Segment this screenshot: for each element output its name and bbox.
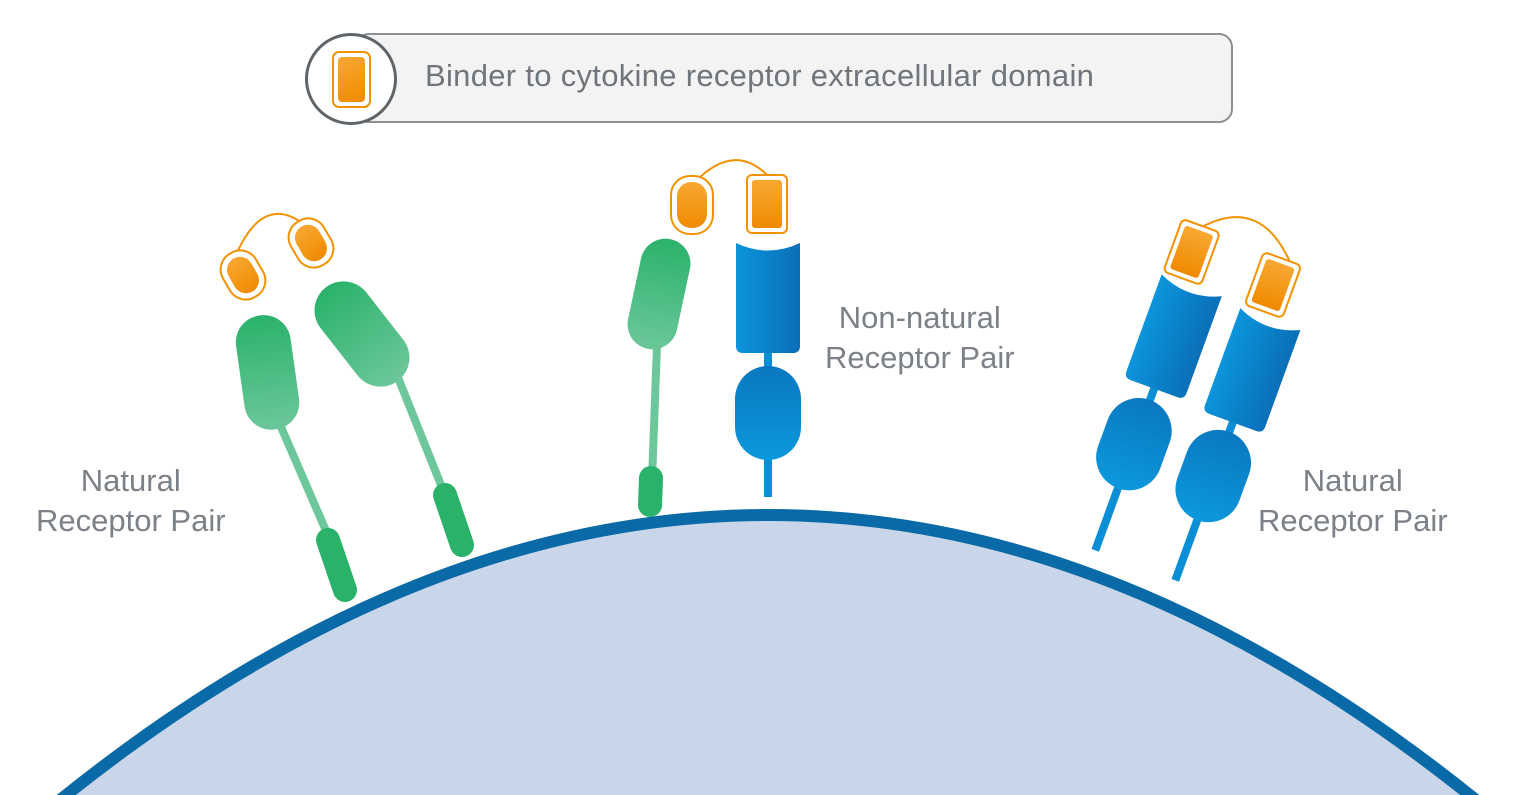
label-center-non-natural-pair: Non-natural Receptor Pair (825, 298, 1015, 378)
right-receptor-1 (1091, 274, 1222, 552)
center-binder-pair (670, 159, 788, 235)
left-receptor-2 (314, 281, 474, 557)
label-right-line1: Natural (1302, 463, 1403, 498)
right-receptor-2 (1171, 308, 1301, 582)
label-right-natural-pair: Natural Receptor Pair (1258, 461, 1448, 541)
left-receptor-1 (235, 315, 357, 602)
legend-text: Binder to cytokine receptor extracellula… (425, 58, 1095, 93)
left-binder-pair (219, 213, 335, 301)
cell-membrane (56, 509, 1480, 795)
label-left-line1: Natural (80, 463, 181, 498)
label-center-line1: Non-natural (838, 300, 1001, 335)
label-left-line2: Receptor Pair (36, 503, 226, 538)
legend-box (355, 33, 1233, 123)
center-green-receptor (627, 238, 691, 517)
label-right-line2: Receptor Pair (1258, 503, 1448, 538)
center-blue-receptor (735, 243, 801, 497)
right-binder-pair (1163, 216, 1301, 318)
label-left-natural-pair: Natural Receptor Pair (36, 461, 226, 541)
label-center-line2: Receptor Pair (825, 340, 1015, 375)
binder-icon (332, 51, 371, 108)
